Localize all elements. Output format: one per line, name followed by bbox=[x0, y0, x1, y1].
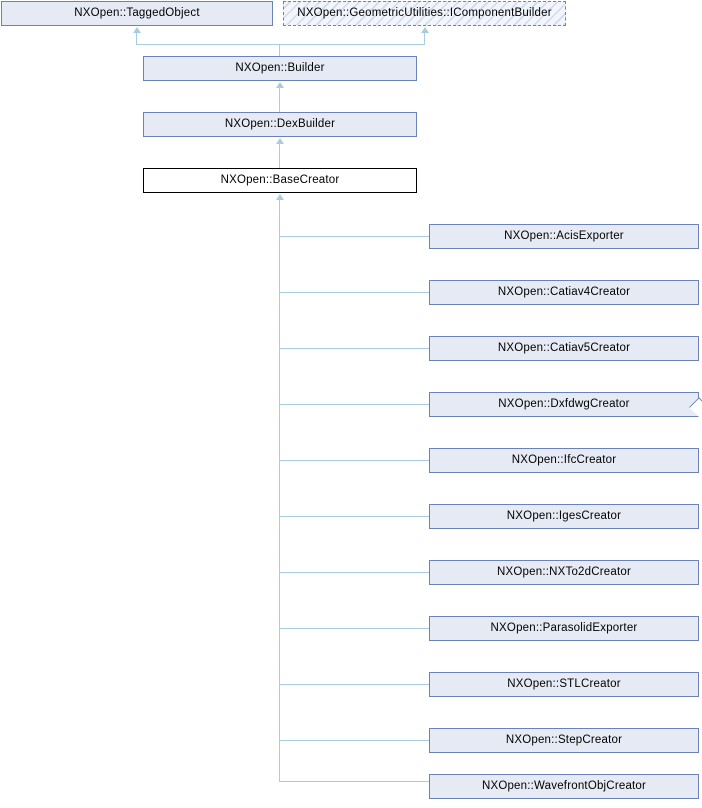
inheritance-arrow-to-builder bbox=[276, 82, 284, 88]
edge-branch-igescreator bbox=[279, 516, 429, 517]
edge-subclass-trunk bbox=[279, 200, 280, 781]
edge-branch-stlcreator bbox=[279, 684, 429, 685]
class-node-label: NXOpen::TaggedObject bbox=[74, 6, 200, 19]
class-node-stlcreator[interactable]: NXOpen::STLCreator bbox=[429, 672, 699, 697]
class-node-label: NXOpen::DxfdwgCreator bbox=[498, 397, 630, 410]
inheritance-arrow-to-taggedobject bbox=[133, 27, 141, 33]
class-node-label: NXOpen::ParasolidExporter bbox=[490, 621, 638, 634]
class-node-dxfdwgcreator[interactable]: NXOpen::DxfdwgCreator bbox=[429, 392, 699, 417]
class-node-label: NXOpen::StepCreator bbox=[505, 733, 623, 746]
edge-branch-dxfdwgcreator bbox=[279, 404, 429, 405]
edge-riser-taggedobject bbox=[136, 33, 137, 44]
class-node-label: NXOpen::IgesCreator bbox=[506, 509, 622, 522]
class-node-acisexporter[interactable]: NXOpen::AcisExporter bbox=[429, 224, 699, 249]
class-node-wavefrontobjcreator[interactable]: NXOpen::WavefrontObjCreator bbox=[429, 774, 699, 799]
edge-riser-icomponentbuilder bbox=[424, 33, 425, 44]
edge-builder-to-dexbuilder bbox=[279, 88, 280, 112]
class-node-label: NXOpen::WavefrontObjCreator bbox=[481, 779, 647, 792]
edge-dexbuilder-to-basecreator bbox=[279, 144, 280, 168]
edge-branch-acisexporter bbox=[279, 236, 429, 237]
class-node-nxto2dcreator[interactable]: NXOpen::NXTo2dCreator bbox=[429, 560, 699, 585]
class-node-label: NXOpen::DexBuilder bbox=[224, 117, 336, 130]
edge-branch-ifccreator bbox=[279, 460, 429, 461]
class-node-label: NXOpen::BaseCreator bbox=[220, 173, 340, 186]
class-node-igescreator[interactable]: NXOpen::IgesCreator bbox=[429, 504, 699, 529]
class-node-label: NXOpen::Catiav4Creator bbox=[497, 285, 631, 298]
class-node-label: NXOpen::IfcCreator bbox=[511, 453, 617, 466]
edge-branch-catiav5creator bbox=[279, 348, 429, 349]
class-node-label: NXOpen::Builder bbox=[235, 61, 325, 74]
inheritance-arrow-to-icomponentbuilder bbox=[421, 27, 429, 33]
edge-branch-parasolidexporter bbox=[279, 628, 429, 629]
class-node-dexbuilder[interactable]: NXOpen::DexBuilder bbox=[143, 112, 417, 137]
class-node-builder[interactable]: NXOpen::Builder bbox=[143, 56, 417, 81]
inheritance-arrow-to-dexbuilder bbox=[276, 138, 284, 144]
class-node-icomponentbuilder[interactable]: NXOpen::GeometricUtilities::IComponentBu… bbox=[283, 1, 566, 26]
edge-drop-to-builder bbox=[279, 44, 280, 56]
class-node-stepcreator[interactable]: NXOpen::StepCreator bbox=[429, 728, 699, 753]
class-node-catiav4creator[interactable]: NXOpen::Catiav4Creator bbox=[429, 280, 699, 305]
edge-branch-stepcreator bbox=[279, 740, 429, 741]
class-node-label: NXOpen::AcisExporter bbox=[504, 229, 624, 242]
class-node-label: NXOpen::STLCreator bbox=[507, 677, 621, 690]
class-node-label: NXOpen::Catiav5Creator bbox=[497, 341, 631, 354]
edge-branch-catiav4creator bbox=[279, 292, 429, 293]
class-node-basecreator-current[interactable]: NXOpen::BaseCreator bbox=[143, 168, 417, 193]
class-node-label: NXOpen::GeometricUtilities::IComponentBu… bbox=[297, 6, 552, 19]
inheritance-arrow-to-basecreator bbox=[276, 194, 284, 200]
edge-join-bar bbox=[136, 44, 425, 45]
class-node-taggedobject[interactable]: NXOpen::TaggedObject bbox=[1, 1, 273, 26]
edge-branch-wavefrontobjcreator bbox=[279, 781, 429, 782]
class-node-catiav5creator[interactable]: NXOpen::Catiav5Creator bbox=[429, 336, 699, 361]
class-node-label: NXOpen::NXTo2dCreator bbox=[497, 565, 631, 578]
class-node-ifccreator[interactable]: NXOpen::IfcCreator bbox=[429, 448, 699, 473]
class-node-parasolidexporter[interactable]: NXOpen::ParasolidExporter bbox=[429, 616, 699, 641]
edge-branch-nxto2dcreator bbox=[279, 572, 429, 573]
